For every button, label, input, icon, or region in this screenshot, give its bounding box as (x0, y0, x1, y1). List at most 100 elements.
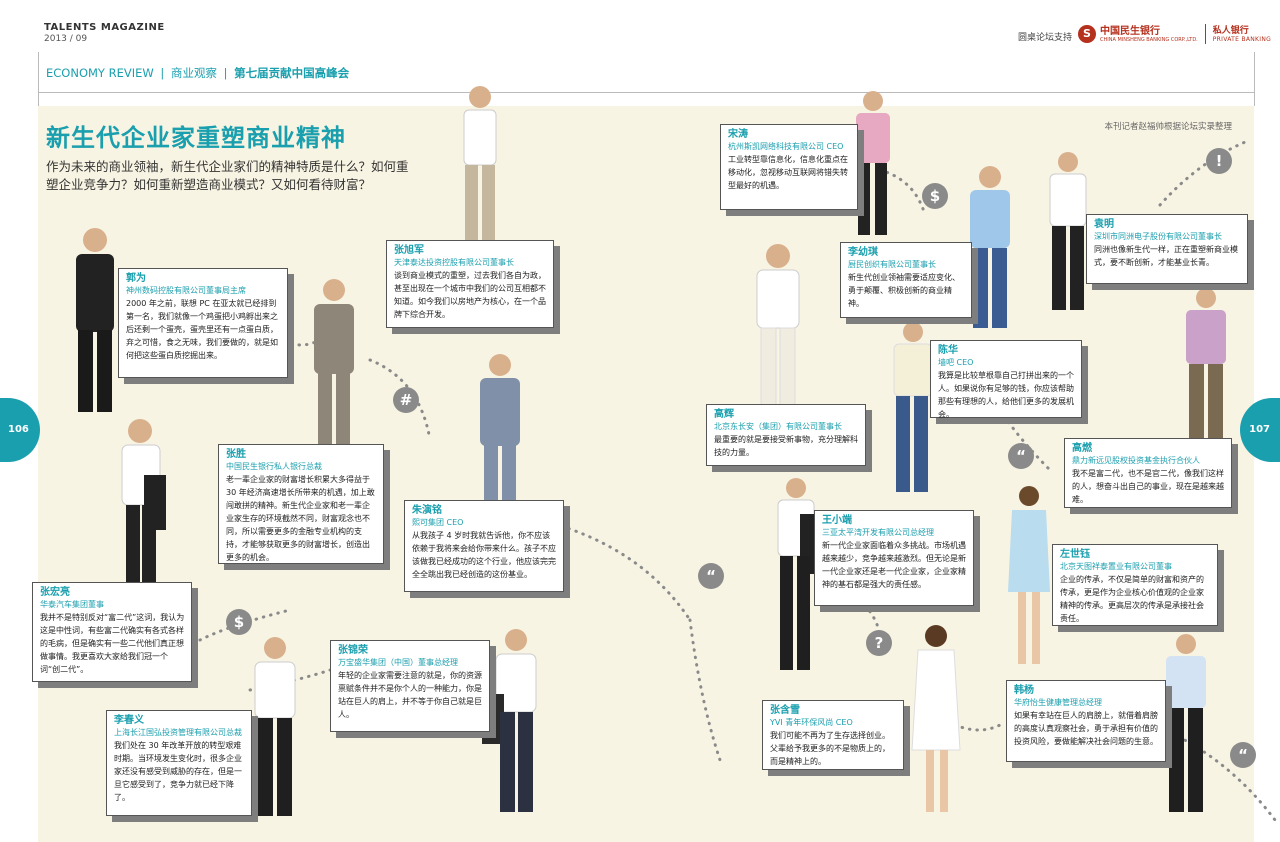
speaker-quote-box: 陈华 墙吧 CEO 我算是比较草根靠自己打拼出来的一个人。如果说你有足够的钱，你… (930, 340, 1082, 419)
bank-logo: S 中国民生银行 CHINA MINSHENG BANKING CORP.,LT… (1078, 24, 1271, 44)
speaker-role: 三亚太平湾开发有限公司总经理 (822, 528, 934, 537)
person-photo (756, 244, 800, 413)
speaker-role: 天津泰达投资控股有限公司董事长 (394, 258, 514, 267)
speaker-quote: 新一代企业家面临着众多挑战。市场机遇越来越少，竞争越来越激烈。但无论是新一代企业… (822, 541, 966, 589)
section-breadcrumb: ECONOMY REVIEW | 商业观察 | 第七届贡献中国高峰会 (46, 65, 349, 81)
speaker-role: 华府怡生健康管理总经理 (1014, 698, 1102, 707)
speaker-name: 韩杨 (1014, 685, 1034, 696)
speaker-quote-box: 张锦荣 万宝盛华集团（中国）董事总经理 年轻的企业家需要注意的就是，你的资源禀赋… (330, 640, 490, 732)
speaker-role: 神州数码控股有限公司董事局主席 (126, 286, 246, 295)
person-photo (1049, 152, 1087, 310)
speaker-name: 张胜 (226, 449, 246, 460)
speaker-name: 朱演铭 (412, 505, 442, 516)
section-economy-review: ECONOMY REVIEW (46, 66, 154, 80)
person-photo (463, 86, 497, 259)
exclamation-icon: ! (1206, 148, 1232, 174)
quote-icon: “ (698, 563, 724, 589)
speaker-quote: 我们处在 30 年改革开放的转型艰难时期。当环境发生变化时，很多企业家还没有感受… (114, 741, 242, 802)
breadcrumb-separator: | (223, 66, 228, 80)
person-photo (314, 279, 354, 456)
bank-english-name: CHINA MINSHENG BANKING CORP.,LTD. (1100, 36, 1198, 43)
connector-path (1158, 138, 1252, 207)
magazine-name: TALENTS MAGAZINE (44, 22, 165, 33)
bank-name: 中国民生银行 (1100, 25, 1160, 37)
speaker-role: 熙可集团 CEO (412, 518, 464, 527)
speaker-name: 郭为 (126, 273, 146, 284)
person-photo (856, 91, 890, 235)
speaker-quote: 同洲也像新生代一样，正在重塑新商业模式，要不断创新，才能基业长青。 (1094, 245, 1238, 267)
speaker-quote-box: 王小端 三亚太平湾开发有限公司总经理 新一代企业家面临着众多挑战。市场机遇越来越… (814, 510, 974, 606)
speaker-role: 杭州斯凯网络科技有限公司 CEO (728, 142, 844, 151)
person-photo (911, 625, 961, 812)
section-business-observation: 商业观察 (170, 66, 217, 80)
issue-date: 2013 / 09 (44, 34, 88, 44)
reporter-credit: 本刊记者赵福帅根据论坛实录整理 (1104, 122, 1232, 132)
speaker-role: 北京东长安（集团）有限公司董事长 (714, 422, 842, 431)
speaker-name: 张含雪 (770, 705, 800, 716)
speaker-role: 华泰汽车集团董事 (40, 600, 104, 609)
support-label: 圆桌论坛支持 (1018, 33, 1073, 43)
speaker-quote: 我并不是特别反对“富二代”这词，我认为这是中性词，有些富二代确实有各式各样的毛病… (40, 613, 185, 674)
speaker-name: 陈华 (938, 345, 958, 356)
person-photo (1186, 288, 1226, 456)
breadcrumb-separator: | (160, 66, 165, 80)
speaker-name: 左世钰 (1060, 549, 1090, 560)
person-photo (76, 228, 114, 412)
dollar-icon: $ (922, 183, 948, 209)
speaker-quote-box: 韩杨 华府怡生健康管理总经理 如果有幸站在巨人的肩膀上，就借着肩膀的高度认真观察… (1006, 680, 1166, 762)
connector-path (688, 618, 722, 762)
speaker-quote-box: 袁明 深圳市同洲电子股份有限公司董事长 同洲也像新生代一样，正在重塑新商业模式，… (1086, 214, 1248, 284)
speaker-name: 张宏亮 (40, 587, 70, 598)
speaker-role: 上海长江国弘投资管理有限公司总裁 (114, 728, 242, 737)
dollar-icon: $ (226, 609, 252, 635)
section-summit-name: 第七届贡献中国高峰会 (234, 66, 350, 80)
article-subtitle: 作为未来的商业领袖，新生代企业家们的精神特质是什么？如何重塑企业竞争力？如何重新… (46, 159, 409, 192)
speaker-quote-box: 张宏亮 华泰汽车集团董事 我并不是特别反对“富二代”这词，我认为这是中性词，有些… (32, 582, 192, 682)
speaker-quote-box: 高辉 北京东长安（集团）有限公司董事长 最重要的就是要接受新事物，充分理解科技的… (706, 404, 866, 466)
speaker-quote: 我不是富二代，也不是官二代，像我们这样的人，想奋斗出自己的事业，现在是越来越难。 (1072, 469, 1224, 504)
speaker-quote: 从我孩子 4 岁时我就告诉他，你不应该依赖于我将来会给你带来什么。孩子不应该做我… (412, 531, 556, 579)
person-photo (1008, 486, 1050, 664)
speaker-quote-box: 张旭军 天津泰达投资控股有限公司董事长 谈到商业模式的重塑，过去我们各自为政，甚… (386, 240, 554, 328)
speaker-quote-box: 宋涛 杭州斯凯网络科技有限公司 CEO 工业转型靠信息化，信息化重点在移动化，忽… (720, 124, 858, 210)
speaker-quote-box: 高燃 鼎力新远见股权投资基金执行合伙人 我不是富二代，也不是官二代，像我们这样的… (1064, 438, 1232, 508)
connector-path (953, 723, 1002, 732)
speaker-quote: 如果有幸站在巨人的肩膀上，就借着肩膀的高度认真观察社会，勇于承担有价值的投资风险… (1014, 711, 1158, 746)
left-margin-line (38, 52, 39, 106)
speaker-quote: 最重要的就是要接受新事物，充分理解科技的力量。 (714, 435, 858, 457)
speaker-name: 高辉 (714, 409, 734, 420)
speaker-quote: 年轻的企业家需要注意的就是，你的资源禀赋条件并不是你个人的一种能力，你是站在巨人… (338, 671, 482, 719)
logo-divider (1204, 24, 1206, 44)
right-margin-line (1254, 52, 1255, 106)
speaker-role: 深圳市同洲电子股份有限公司董事长 (1094, 232, 1222, 241)
speaker-quote: 新生代创业领袖需要适应变化、勇于颠覆、积极创新的商业精神。 (848, 273, 960, 308)
speaker-quote-box: 张含雪 YVI 青年环保风尚 CEO 我们可能不再为了生存选择创业。父辈给予我更… (762, 700, 904, 770)
speaker-quote-box: 李春义 上海长江国弘投资管理有限公司总裁 我们处在 30 年改革开放的转型艰难时… (106, 710, 252, 816)
bank-emblem-icon: S (1078, 25, 1096, 43)
question-icon: ? (866, 630, 892, 656)
speaker-name: 张旭军 (394, 245, 424, 256)
speaker-name: 李幼琪 (848, 247, 878, 258)
speaker-quote: 工业转型靠信息化，信息化重点在移动化，忽视移动互联网将错失转型最好的机遇。 (728, 155, 848, 190)
person-photo (121, 419, 166, 605)
speaker-name: 王小端 (822, 515, 852, 526)
speaker-role: 北京天图祥泰置业有限公司董事 (1060, 562, 1172, 571)
quote-icon: “ (1230, 742, 1256, 768)
speaker-quote-box: 李幼琪 厨民创织有限公司董事长 新生代创业领袖需要适应变化、勇于颠覆、积极创新的… (840, 242, 972, 318)
speaker-name: 李春义 (114, 715, 144, 726)
speaker-role: 厨民创织有限公司董事长 (848, 260, 936, 269)
private-banking-name: 私人银行 (1212, 25, 1249, 36)
speaker-quote: 老一辈企业家的财富增长积累大多得益于 30 年经济高速增长所带来的机遇，加上敢闯… (226, 475, 375, 562)
quote-icon: “ (1008, 443, 1034, 469)
speaker-role: YVI 青年环保风尚 CEO (770, 718, 853, 727)
speaker-role: 鼎力新远见股权投资基金执行合伙人 (1072, 456, 1200, 465)
private-banking-english: PRIVATE BANKING (1212, 35, 1272, 43)
speaker-quote-box: 张胜 中国民生银行私人银行总裁 老一辈企业家的财富增长积累大多得益于 30 年经… (218, 444, 384, 564)
article-title: 新生代企业家重塑商业精神 (46, 124, 346, 152)
speaker-role: 万宝盛华集团（中国）董事总经理 (338, 658, 458, 667)
speaker-quote: 谈到商业模式的重塑，过去我们各自为政，甚至出现在一个城市中我们的公司互相都不知道… (394, 271, 546, 319)
speaker-quote-box: 郭为 神州数码控股有限公司董事局主席 2000 年之前，联想 PC 在亚太就已经… (118, 268, 288, 378)
speaker-name: 宋涛 (728, 129, 748, 140)
speaker-quote: 我们可能不再为了生存选择创业。父辈给予我更多的不是物质上的，而是精神上的。 (770, 731, 890, 766)
speaker-quote: 2000 年之前，联想 PC 在亚太就已经排到第一名，我们就像一个鸡蛋把小鸡孵出… (126, 299, 278, 360)
